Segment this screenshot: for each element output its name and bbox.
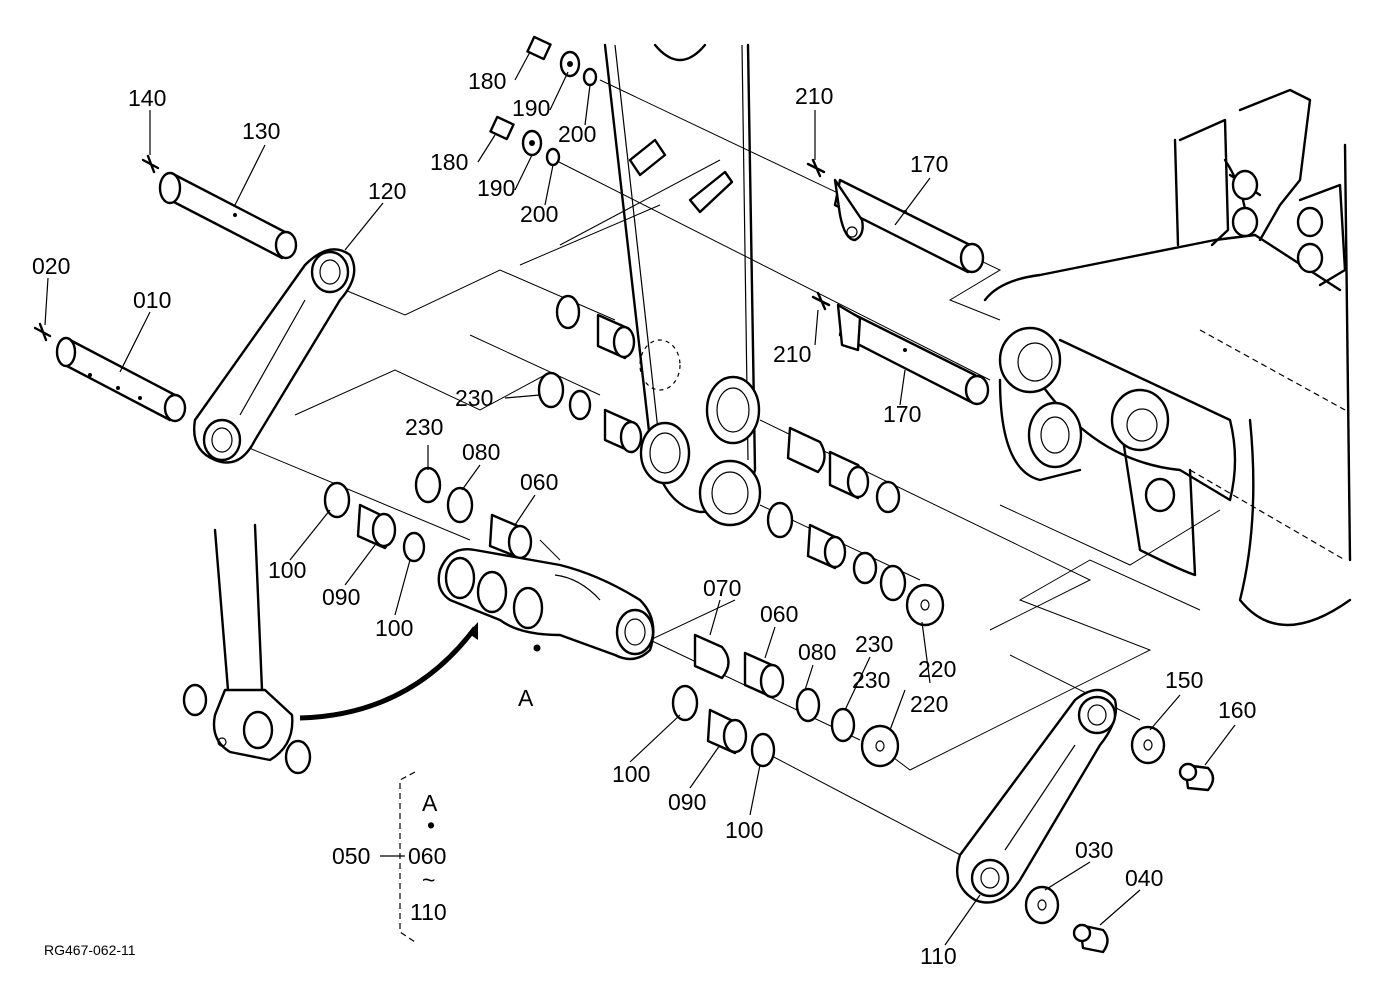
link-110 (955, 688, 1118, 904)
assembly-to: 110 (410, 899, 447, 925)
assembly-dot: • (427, 812, 435, 838)
callout-070: 070 (703, 575, 741, 601)
assembly-bracket (380, 771, 416, 943)
callout-090-b: 090 (668, 789, 706, 815)
link-120 (193, 248, 356, 464)
guide-lines (229, 79, 1221, 861)
callout-160: 160 (1218, 697, 1256, 723)
callout-200-lower: 200 (520, 201, 558, 227)
drawing-code: RG467-062-11 (44, 942, 136, 958)
callout-190-lower: 190 (477, 175, 515, 201)
assembly-ref: A (422, 790, 438, 816)
callout-210-lower: 210 (773, 341, 811, 367)
pin-130 (158, 171, 298, 260)
assembly-tilde: ~ (422, 867, 435, 893)
cylinder-rod-end (182, 523, 478, 775)
callout-100-d: 100 (725, 817, 763, 843)
callout-180-lower: 180 (430, 149, 468, 175)
callout-090-a: 090 (322, 584, 360, 610)
rings-and-bushings (323, 294, 1215, 954)
callout-190-upper: 190 (512, 95, 550, 121)
callout-170-upper: 170 (910, 151, 948, 177)
callout-170-lower: 170 (883, 401, 921, 427)
callout-100-a: 100 (268, 557, 306, 583)
callout-110: 110 (920, 943, 957, 969)
callout-150: 150 (1165, 667, 1203, 693)
callout-220-a: 220 (918, 656, 956, 682)
callout-230-a: 230 (455, 385, 493, 411)
detail-marker-a: A (518, 685, 534, 711)
callout-230-d: 230 (852, 667, 890, 693)
callout-100-b: 100 (375, 615, 413, 641)
pin-170-lower (836, 303, 990, 406)
callout-060-b: 060 (760, 601, 798, 627)
arm-structure (603, 43, 1352, 627)
callout-200-upper: 200 (558, 121, 596, 147)
pin-010 (55, 336, 187, 423)
callout-060-a: 060 (520, 469, 558, 495)
callout-140: 140 (128, 85, 166, 111)
callout-230-c: 230 (855, 631, 893, 657)
assembly-number: 050 (332, 843, 370, 869)
pin-170-upper (833, 178, 985, 274)
callout-030: 030 (1075, 837, 1113, 863)
callout-130: 130 (242, 118, 280, 144)
callout-100-c: 100 (612, 761, 650, 787)
callout-220-b: 220 (910, 691, 948, 717)
callout-080-b: 080 (798, 639, 836, 665)
callout-080-a: 080 (462, 439, 500, 465)
callout-leaders (44, 51, 1236, 946)
assembly-from: 060 (408, 843, 446, 869)
callout-010: 010 (133, 287, 171, 313)
callout-210-upper: 210 (795, 83, 833, 109)
grease-nipples (33, 154, 831, 342)
callout-230-b: 230 (405, 414, 443, 440)
center-bracket (437, 548, 655, 661)
callout-120: 120 (368, 178, 406, 204)
callout-040: 040 (1125, 865, 1163, 891)
callout-020: 020 (32, 253, 70, 279)
callout-labels: 020 010 140 130 120 180 190 200 180 190 … (32, 68, 1256, 969)
callout-180-upper: 180 (468, 68, 506, 94)
